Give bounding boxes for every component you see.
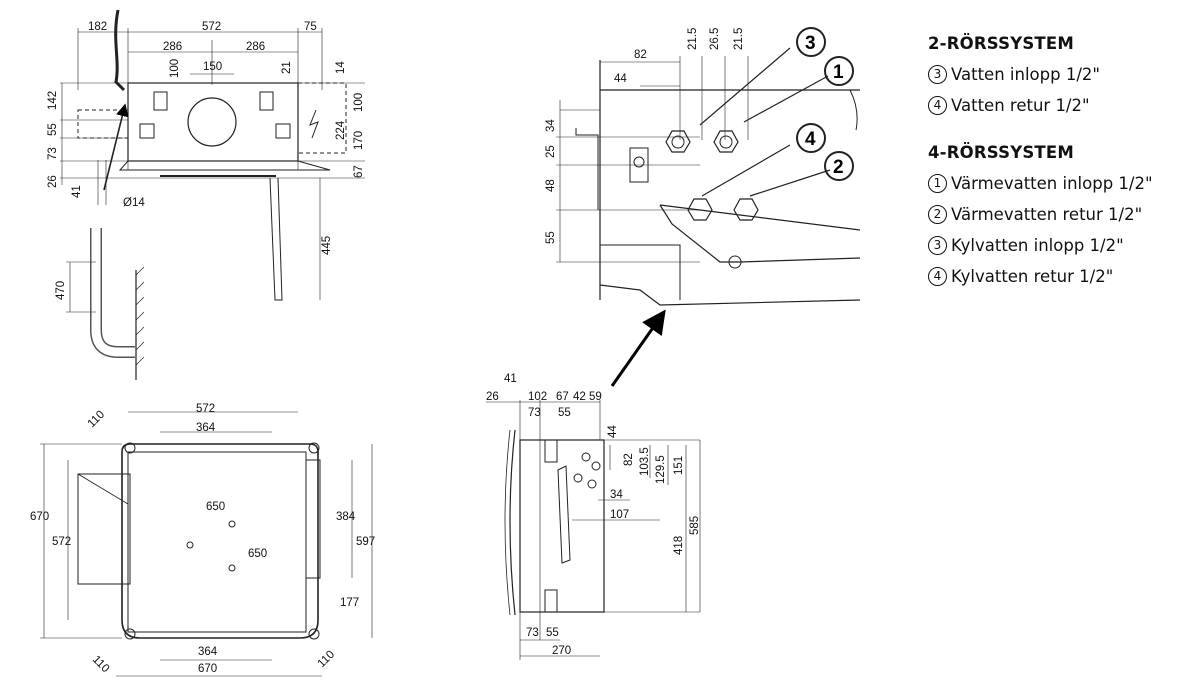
legend-item-label: Vatten inlopp 1/2" (951, 65, 1100, 84)
side-dim-73: 73 (528, 407, 541, 419)
legend-number-badge: 2 (928, 205, 947, 224)
legend-item-label: Vatten retur 1/2" (951, 96, 1090, 115)
bubble-2: 2 (833, 157, 844, 178)
front-dim-224: 224 (335, 120, 347, 140)
top-dim-384: 384 (336, 511, 356, 523)
front-dim-445: 445 (321, 236, 333, 255)
front-dim-73: 73 (47, 147, 59, 160)
front-dim-142: 142 (47, 91, 59, 110)
front-dim-75: 75 (304, 21, 317, 33)
detail-dim-55: 55 (545, 231, 557, 244)
front-dim-286a: 286 (163, 41, 182, 53)
side-view-dims: 41 26 102 67 42 59 73 55 44 82 103.5 129… (486, 373, 701, 657)
side-dim-103-5: 103.5 (639, 447, 651, 476)
side-dim-67: 67 (556, 391, 569, 403)
side-dim-129-5: 129.5 (655, 455, 667, 484)
top-dim-177: 177 (340, 597, 359, 609)
legend-number-badge: 4 (928, 267, 947, 286)
side-dim-151: 151 (673, 456, 685, 475)
front-dim-572: 572 (202, 21, 221, 33)
top-view (40, 411, 373, 677)
top-dim-650a: 650 (206, 501, 225, 513)
side-dim-59: 59 (589, 391, 602, 403)
top-dim-670a: 670 (30, 511, 49, 523)
top-dim-110c: 110 (316, 649, 337, 670)
front-dim-170: 170 (353, 131, 365, 150)
front-dim-21: 21 (281, 61, 293, 74)
side-dim-73b: 73 (526, 627, 539, 639)
side-dim-34: 34 (610, 489, 623, 501)
front-dim-150: 150 (203, 61, 222, 73)
legend-item-label: Värmevatten inlopp 1/2" (951, 174, 1153, 193)
front-view (60, 9, 365, 380)
side-dim-55: 55 (558, 407, 571, 419)
side-dim-41: 41 (504, 373, 517, 385)
side-dim-55b: 55 (546, 627, 559, 639)
side-dim-107: 107 (610, 509, 629, 521)
legend-title-4-pipe: 4-RÖRSSYSTEM (928, 143, 1074, 162)
detail-dim-34: 34 (545, 119, 557, 132)
side-dim-585: 585 (689, 516, 701, 535)
legend-item-label: Kylvatten inlopp 1/2" (951, 236, 1124, 255)
side-dim-82: 82 (623, 453, 635, 466)
bubble-1: 1 (833, 62, 844, 83)
detail-view-labels: 82 21.5 26.5 21.5 44 34 25 48 55 3 1 4 2 (545, 28, 844, 244)
legend-item: 3 Kylvatten inlopp 1/2" (928, 230, 1198, 261)
front-view-dims: 182 572 75 286 286 150 142 73 55 26 41 4… (47, 21, 365, 300)
legend-item: 4 Vatten retur 1/2" (928, 90, 1198, 121)
legend-number-badge: 4 (928, 96, 947, 115)
front-dim-55: 55 (47, 123, 59, 136)
legend-item: 4 Kylvatten retur 1/2" (928, 261, 1198, 292)
bubble-4: 4 (805, 129, 816, 150)
front-dim-470: 470 (55, 281, 67, 300)
side-dim-418: 418 (673, 536, 685, 555)
pipe-legend: 2-RÖRSSYSTEM 3 Vatten inlopp 1/2" 4 Vatt… (928, 34, 1198, 292)
detail-dim-25: 25 (545, 145, 557, 158)
detail-dim-21-5a: 21.5 (687, 28, 699, 50)
detail-view (556, 27, 861, 306)
legend-item: 1 Värmevatten inlopp 1/2" (928, 168, 1198, 199)
side-dim-270: 270 (552, 645, 571, 657)
side-dim-42: 42 (573, 391, 586, 403)
bubble-3: 3 (805, 33, 816, 54)
top-dim-110b: 110 (90, 654, 111, 675)
top-dim-572b: 572 (52, 536, 71, 548)
front-dim-41: 41 (71, 185, 83, 198)
legend-item-label: Kylvatten retur 1/2" (951, 267, 1114, 286)
top-dim-364b: 364 (198, 646, 218, 658)
side-dim-44: 44 (607, 425, 619, 438)
front-dim-67: 67 (353, 165, 365, 178)
legend-number-badge: 3 (928, 65, 947, 84)
detail-dim-21-5b: 21.5 (733, 28, 745, 50)
side-dim-102: 102 (528, 391, 547, 403)
top-dim-597: 597 (356, 536, 375, 548)
legend-number-badge: 1 (928, 174, 947, 193)
top-dim-650b: 650 (248, 548, 267, 560)
pipe-diameter-label: Ø14 (123, 197, 145, 209)
detail-dim-48: 48 (545, 179, 557, 192)
front-dim-26: 26 (47, 175, 59, 188)
legend-item-label: Värmevatten retur 1/2" (951, 205, 1143, 224)
legend-item: 3 Vatten inlopp 1/2" (928, 59, 1198, 90)
legend-number-badge: 3 (928, 236, 947, 255)
detail-pointer-arrow (610, 309, 666, 387)
detail-dim-44: 44 (614, 73, 627, 85)
top-dim-670b: 670 (198, 663, 217, 675)
front-dim-14: 14 (335, 61, 347, 74)
top-dim-572: 572 (196, 403, 215, 415)
front-dim-100a: 100 (169, 59, 181, 78)
front-dim-100b: 100 (353, 93, 365, 112)
front-dim-182: 182 (88, 21, 107, 33)
detail-dim-26-5: 26.5 (709, 28, 721, 50)
side-dim-26: 26 (486, 391, 499, 403)
top-dim-110a: 110 (86, 409, 107, 430)
side-view (486, 400, 701, 660)
detail-dim-82: 82 (634, 49, 647, 61)
legend-item: 2 Värmevatten retur 1/2" (928, 199, 1198, 230)
top-dim-364: 364 (196, 422, 216, 434)
front-dim-286b: 286 (246, 41, 265, 53)
legend-title-2-pipe: 2-RÖRSSYSTEM (928, 34, 1074, 53)
